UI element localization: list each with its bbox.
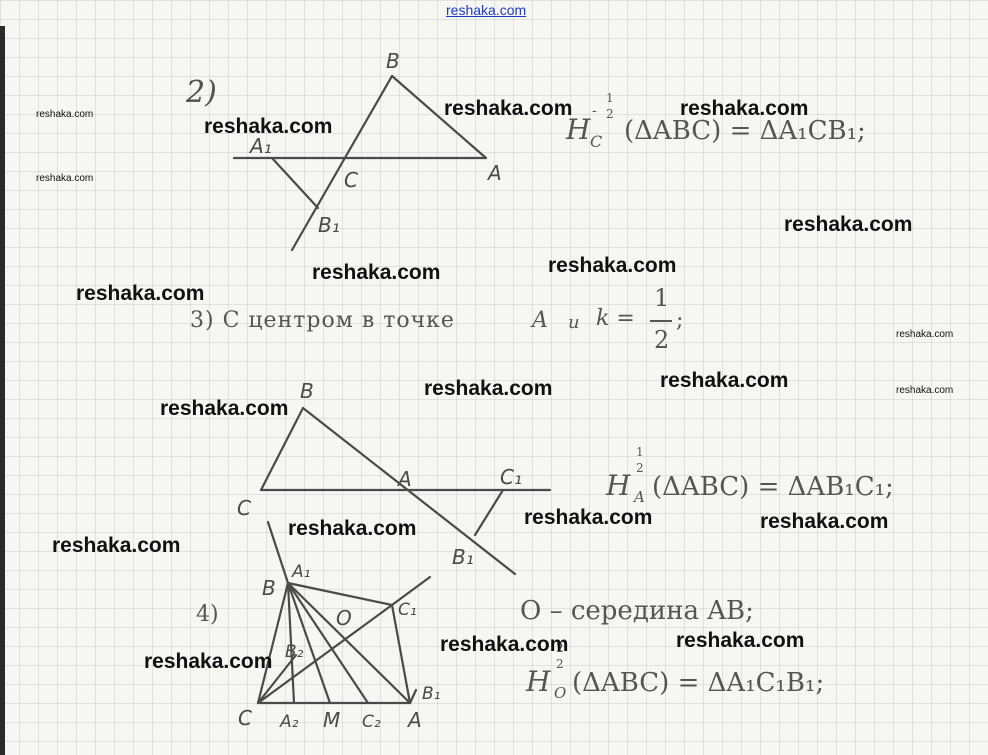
item2-label-b1: B₁	[318, 213, 340, 237]
item4-label-b1: B₁	[422, 684, 440, 704]
watermark: reshaka.com	[36, 173, 94, 184]
item3-frac-bar	[650, 320, 672, 322]
item2-label-b: B	[386, 49, 400, 73]
item2-label-a1: A₁	[248, 134, 272, 158]
item4-line-b-a2	[286, 581, 296, 705]
item4-line-b-a	[286, 581, 412, 705]
watermark: reshaka.com	[676, 629, 805, 652]
item3-frac-num: 1	[654, 284, 670, 312]
item4-label-a: A	[406, 708, 422, 732]
item3-line-c1-b1	[473, 488, 505, 537]
item4-line-b-c2	[286, 581, 370, 705]
margin-rule	[0, 26, 5, 755]
watermark: reshaka.com	[36, 109, 94, 120]
watermark: reshaka.com	[160, 397, 289, 420]
item3-formula-sub: A	[634, 488, 645, 506]
item2-line-b-a	[390, 74, 488, 160]
item3-formula-h: H	[606, 469, 631, 502]
item4-label-c1: C₁	[398, 600, 417, 620]
watermark: reshaka.com	[76, 282, 205, 305]
item3-formula-body: (ΔABC) = ΔAB₁C₁;	[652, 472, 894, 502]
item4-label-o: O	[336, 606, 352, 630]
item3-k: k =	[596, 306, 635, 331]
item4-label-c: C	[238, 706, 252, 730]
item2-formula-h: H	[566, 113, 591, 146]
item2-formula-sub: C	[590, 132, 603, 151]
watermark: reshaka.com	[896, 385, 954, 396]
item4-line-b-ext	[266, 520, 290, 585]
item4-formula-h: H	[526, 665, 551, 698]
item3-label-c1: C₁	[500, 465, 522, 489]
item3-formula-sup-den: 2	[636, 461, 644, 475]
watermark: reshaka.com	[680, 97, 809, 120]
item4-number: 4)	[196, 602, 219, 627]
item4-label-m: M	[323, 708, 340, 732]
item2-number: 2)	[185, 75, 217, 110]
item2-formula-sup-den: 2	[606, 107, 614, 121]
item3-label-c: C	[237, 496, 251, 520]
item4-formula-sup-num: 2	[556, 641, 564, 655]
item3-formula-sup-num: 1	[636, 445, 644, 459]
watermark: reshaka.com	[896, 329, 954, 340]
item4-label-a2: A₂	[279, 712, 299, 732]
watermark: reshaka.com	[204, 115, 333, 138]
item3-line-end: ;	[676, 308, 684, 333]
watermark: reshaka.com	[144, 650, 273, 673]
item4-label-a1: A₁	[291, 562, 310, 582]
item3-label-b: B	[300, 379, 314, 403]
item3-label-a: A	[396, 467, 412, 491]
watermark: reshaka.com	[524, 506, 653, 529]
watermark: reshaka.com	[444, 97, 573, 120]
watermark: reshaka.com	[760, 510, 889, 533]
item4-line-b2-c	[256, 653, 298, 705]
item2-label-a: A	[486, 161, 502, 185]
item4-line-c-c1	[256, 603, 394, 705]
watermark: reshaka.com	[440, 633, 569, 656]
item3-point: A	[532, 308, 548, 333]
watermark: reshaka.com	[52, 534, 181, 557]
item4-formula-sup-den: 2	[556, 657, 564, 671]
item4-line-a-b1	[408, 688, 418, 705]
item4-label-c2: C₂	[362, 712, 381, 732]
watermark: reshaka.com	[660, 369, 789, 392]
watermark: reshaka.com	[288, 517, 417, 540]
item3-line-b-b1	[301, 406, 517, 576]
item4-line-a-c1	[390, 603, 412, 705]
watermark: reshaka.com	[424, 377, 553, 400]
item2-formula-sup-sign: -	[592, 103, 597, 119]
item4-formula-sub: O	[554, 684, 567, 702]
item2-line-b-b1	[290, 74, 394, 252]
item4-line-a1-c1	[286, 581, 394, 607]
watermark: reshaka.com	[784, 213, 913, 236]
item4-label-b2: B₂	[285, 642, 304, 662]
item3-label-b1: B₁	[452, 545, 474, 569]
watermark: reshaka.com	[312, 261, 441, 284]
item2-line-a1-b1	[270, 156, 320, 210]
item3-line-c-b	[259, 406, 305, 492]
watermark: reshaka.com	[548, 254, 677, 277]
item2-formula-body: (ΔABC) = ΔA₁CB₁;	[624, 116, 866, 146]
item3-conj: и	[568, 312, 580, 333]
site-link[interactable]: reshaka.com	[446, 2, 527, 18]
item3-line-prefix: 3) С центром в точке	[190, 308, 455, 333]
item2-formula-sup-num: 1	[606, 91, 614, 105]
item4-statement-text: O – середина AB;	[520, 596, 754, 626]
item4-label-b: B	[262, 576, 276, 600]
item4-line-c1-ext	[390, 575, 432, 607]
item3-frac-den: 2	[654, 326, 670, 354]
item2-label-c: C	[344, 168, 358, 192]
item4-formula-body: (ΔABC) = ΔA₁C₁B₁;	[572, 668, 825, 698]
item4-line-c-b	[256, 581, 290, 705]
item4-line-b-m	[286, 581, 332, 705]
